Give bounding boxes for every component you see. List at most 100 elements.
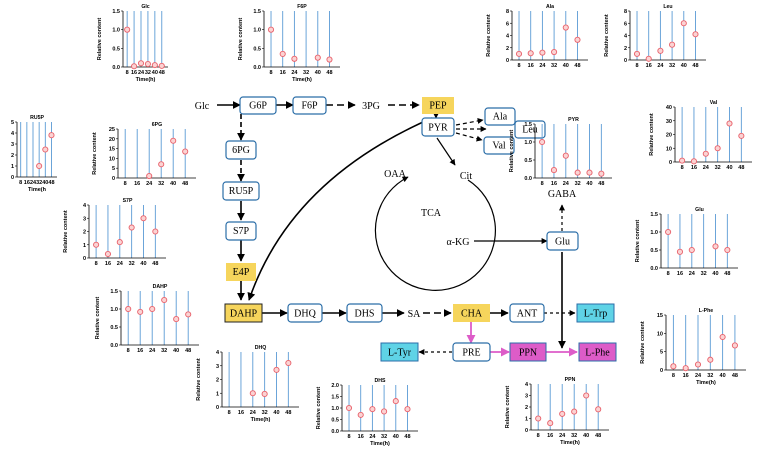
- x-axis-label: Time(h): [136, 77, 156, 83]
- y-tick-label: 1: [83, 243, 86, 249]
- node-6pg: 6PG: [225, 140, 257, 160]
- data-point: [527, 50, 534, 57]
- data-point: [326, 56, 333, 63]
- data-point: [36, 162, 43, 170]
- x-tick-label: 32: [36, 180, 42, 186]
- chart-title: RU5P: [30, 115, 44, 121]
- x-tick-label: 24: [117, 261, 124, 267]
- x-tick-label: 48: [732, 373, 738, 379]
- x-tick-label: 48: [152, 261, 158, 267]
- data-point: [93, 241, 100, 248]
- x-tick-label: 40: [563, 63, 569, 69]
- node-dhq-label: DHQ: [294, 309, 316, 320]
- chart-title: Glc: [141, 4, 149, 10]
- data-point: [104, 250, 112, 258]
- data-point: [562, 152, 569, 159]
- data-point: [149, 305, 156, 313]
- y-tick-label: 0: [83, 256, 86, 262]
- y-tick-label: 2: [624, 46, 627, 52]
- data-point: [182, 148, 189, 155]
- node-dhs-label: DHS: [354, 309, 374, 320]
- x-tick-label: 40: [583, 433, 589, 439]
- pathway-arrows: [217, 101, 578, 357]
- x-tick-label: 16: [691, 165, 697, 171]
- x-tick-label: 8: [228, 410, 231, 416]
- chart-title: Leu: [663, 4, 672, 10]
- node-leu-label: Leu: [522, 125, 538, 136]
- data-point: [645, 55, 652, 62]
- x-tick-label: 16: [238, 410, 244, 416]
- y-axis-label: Relative content: [640, 321, 646, 364]
- y-axis-label: Relative content: [196, 358, 202, 401]
- x-tick-label: 16: [358, 434, 364, 440]
- data-point: [345, 404, 353, 412]
- y-tick-label: 15: [109, 147, 115, 153]
- data-point: [185, 311, 192, 318]
- x-tick-label: 40: [586, 181, 592, 187]
- y-tick-label: 20: [109, 137, 115, 143]
- label-cit: Cit: [460, 171, 472, 182]
- chart-title: F6P: [297, 4, 307, 10]
- y-tick-label: 1: [216, 391, 219, 397]
- data-point: [719, 333, 726, 341]
- chart-title: Val: [710, 100, 718, 106]
- x-tick-label: 48: [574, 63, 580, 69]
- y-tick-label: 4: [525, 382, 529, 388]
- data-point: [583, 392, 590, 399]
- data-point: [124, 26, 131, 33]
- chart-ru5p: RU5P81624324048012345Relative contentTim…: [11, 115, 57, 193]
- data-point: [633, 50, 641, 57]
- x-tick-label: 40: [720, 373, 726, 379]
- y-tick-label: 25: [109, 127, 115, 133]
- x-tick-label: 16: [683, 373, 689, 379]
- node-pyr-label: PYR: [428, 123, 448, 134]
- x-tick-label: 32: [262, 410, 268, 416]
- y-axis-label: Relative content: [604, 14, 610, 57]
- data-point: [562, 24, 569, 31]
- x-tick-label: 8: [347, 434, 350, 440]
- x-axis-label: Time(h): [696, 380, 716, 386]
- y-tick-label: 4: [624, 34, 628, 40]
- data-point: [137, 308, 144, 315]
- y-tick-label: 0: [525, 428, 528, 434]
- x-tick-label: 8: [635, 63, 638, 69]
- x-tick-label: 32: [701, 271, 707, 277]
- data-point: [712, 243, 719, 250]
- label-3pg: 3PG: [362, 101, 380, 112]
- chart-title: DHS: [375, 378, 386, 384]
- node-glu: Glu: [546, 231, 579, 251]
- y-tick-label: 5: [660, 350, 663, 356]
- node-ru5p: RU5P: [222, 181, 260, 201]
- x-tick-label: 8: [95, 261, 98, 267]
- y-tick-label: 10: [657, 331, 663, 337]
- data-point: [291, 55, 298, 62]
- y-tick-label: 15: [657, 313, 663, 319]
- y-tick-label: 0.5: [524, 158, 532, 164]
- x-tick-label: 40: [152, 70, 158, 76]
- y-tick-label: 5: [112, 166, 115, 172]
- x-axis-label: Time(h): [370, 441, 390, 447]
- x-axis-label: Time(h: [28, 187, 47, 193]
- data-point: [665, 228, 672, 236]
- data-point: [273, 366, 280, 373]
- data-point: [128, 224, 135, 231]
- x-tick-label: 32: [551, 63, 557, 69]
- y-tick-label: 1.0: [112, 28, 120, 34]
- data-point: [539, 138, 546, 146]
- x-tick-label: 48: [738, 165, 744, 171]
- y-tick-label: 1.0: [524, 140, 532, 146]
- y-tick-label: 0.5: [112, 46, 120, 52]
- x-tick-label: 32: [145, 70, 151, 76]
- node-pep: PEP: [422, 97, 454, 114]
- y-tick-label: 8: [624, 9, 627, 15]
- x-tick-label: 40: [173, 348, 179, 354]
- node-cha: CHA: [453, 304, 490, 322]
- data-point: [657, 47, 664, 54]
- node-ppn-label: PPN: [519, 348, 537, 359]
- data-point: [152, 228, 159, 235]
- node-pep-label: PEP: [429, 101, 447, 112]
